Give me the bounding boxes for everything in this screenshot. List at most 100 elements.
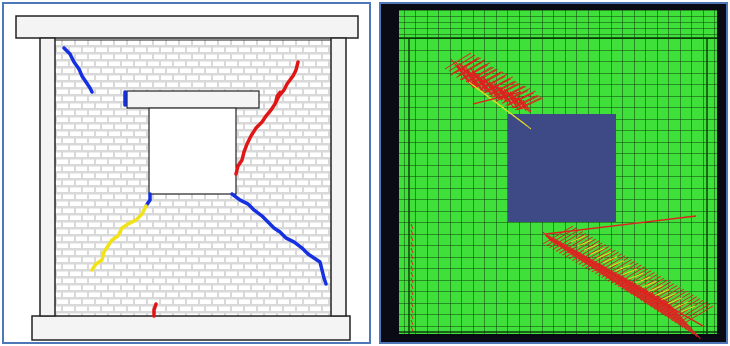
- crack-segment: [611, 270, 636, 297]
- fe-mesh-top-beam: [399, 10, 717, 38]
- crack-segment: [545, 235, 704, 327]
- lintel: [126, 90, 260, 109]
- crack-segment: [591, 258, 612, 281]
- crack-segment: [559, 234, 590, 254]
- right-column: [330, 37, 347, 317]
- crack-segment: [575, 244, 606, 263]
- crack-segment: [604, 260, 636, 280]
- crack-segment: [473, 71, 489, 93]
- crack-segment: [410, 283, 414, 290]
- crack-segment: [410, 307, 414, 314]
- crack-segment: [454, 57, 481, 74]
- crack-blue-bottom-right: [230, 192, 328, 286]
- crack-segment: [511, 95, 522, 110]
- crack-segment: [463, 62, 491, 79]
- crack-segment: [410, 313, 414, 320]
- crack-segment: [574, 249, 591, 268]
- crack-segment: [635, 276, 650, 284]
- crack-segment: [577, 239, 592, 247]
- crack-segment: [651, 292, 684, 328]
- crack-segment: [410, 235, 414, 242]
- crack-segment: [645, 289, 677, 324]
- crack-segment: [577, 250, 594, 270]
- crack-segment: [585, 255, 605, 277]
- crack-segment: [465, 66, 493, 83]
- crack-segment: [620, 270, 652, 290]
- crack-segment: [617, 273, 643, 301]
- crack-segment: [410, 253, 414, 260]
- crack-segment: [410, 241, 414, 248]
- crack-segment: [478, 76, 506, 91]
- crack-red-bottom-center: [152, 302, 158, 318]
- crack-segment: [552, 231, 583, 250]
- crack-segment: [505, 88, 517, 105]
- crack-segment: [667, 297, 683, 305]
- crack-segment: [622, 268, 637, 276]
- crack-segment: [467, 66, 494, 83]
- crack-segment: [480, 73, 508, 89]
- crack-segment: [410, 295, 414, 302]
- crack-segment: [622, 276, 650, 306]
- crack-segment: [619, 274, 646, 304]
- crack-segment: [562, 242, 577, 259]
- crack-segment: [549, 229, 580, 249]
- crack-segment: [648, 290, 681, 326]
- crack-segment: [518, 97, 528, 111]
- crack-segment: [410, 271, 414, 278]
- crack-segment: [608, 268, 632, 295]
- bottom-beam: [31, 315, 351, 341]
- masonry-frame-sketch: [15, 15, 359, 341]
- crack-segment: [559, 241, 574, 256]
- crack-segment: [657, 295, 691, 333]
- crack-segment: [588, 251, 619, 271]
- crack-segment: [661, 293, 676, 301]
- crack-segment: [565, 238, 597, 258]
- crack-segment: [679, 303, 710, 323]
- fe-opening: [508, 114, 616, 222]
- crack-segment: [410, 223, 414, 230]
- crack-segment: [614, 266, 645, 286]
- crack-segment: [456, 61, 483, 78]
- crack-segment: [579, 252, 598, 272]
- crack-segment: [578, 246, 610, 265]
- crack-segment: [542, 225, 574, 245]
- crack-segment: [410, 289, 414, 296]
- crack-segment: [490, 81, 517, 96]
- crack-blue-bottom-left-start: [144, 192, 152, 208]
- crack-segment: [607, 262, 639, 282]
- crack-segment: [581, 247, 613, 267]
- crack-segment: [512, 95, 540, 109]
- left-column: [39, 37, 56, 317]
- crack-segment: [680, 305, 696, 313]
- crack-segment: [410, 259, 414, 266]
- crack-segment: [410, 319, 414, 326]
- crack-segment: [616, 264, 631, 272]
- crack-segment: [594, 260, 615, 283]
- crack-segment: [410, 265, 414, 272]
- crack-segment: [654, 289, 670, 296]
- crack-segment: [572, 242, 603, 262]
- crack-segment: [611, 264, 642, 284]
- crack-segment: [588, 257, 608, 279]
- crack-segment: [492, 82, 519, 98]
- right-panel: [379, 2, 728, 344]
- crack-segment: [583, 243, 599, 251]
- crack-segment: [458, 59, 485, 76]
- crack-segment: [486, 76, 514, 92]
- left-panel: [2, 2, 371, 344]
- crack-red-top-right-branch: [273, 90, 282, 106]
- crack-segment: [660, 297, 694, 335]
- crack-segment: [570, 235, 586, 243]
- crack-segment: [488, 80, 515, 96]
- crack-segment: [410, 247, 414, 254]
- crack-segment: [410, 301, 414, 308]
- crack-segment: [637, 284, 667, 317]
- fe-crack-fan-top-left: [444, 52, 544, 130]
- crack-segment: [477, 71, 504, 87]
- crack-segment: [665, 300, 701, 340]
- crack-segment: [461, 64, 489, 81]
- fe-crack-left-edge: [410, 223, 414, 332]
- crack-segment: [410, 229, 414, 236]
- crack-segment: [471, 69, 498, 85]
- crack-segment: [515, 97, 542, 111]
